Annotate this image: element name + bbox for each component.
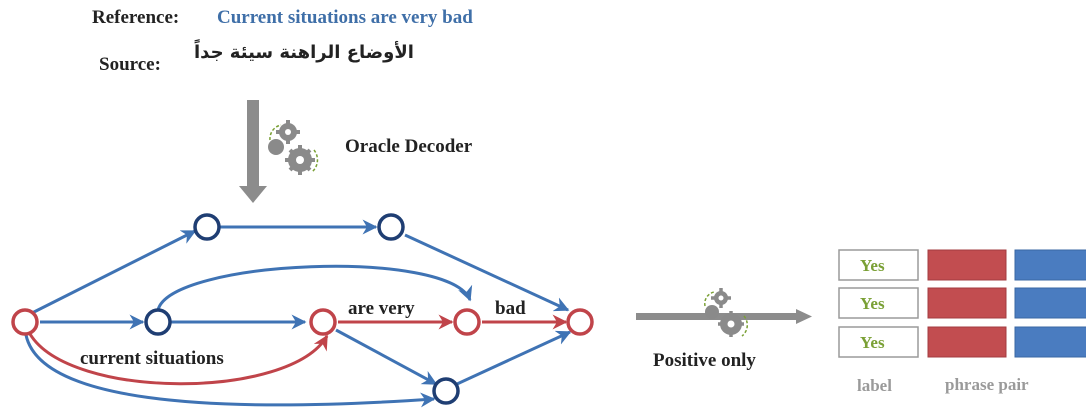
edge-start-to-top1 <box>31 229 197 315</box>
node-end <box>566 308 594 336</box>
reference-label: Reference: <box>92 7 180 28</box>
label-column-caption: label <box>857 376 892 395</box>
node-n3 <box>309 308 337 336</box>
edge-label-current-situations: current situations <box>80 348 224 369</box>
edge-start-arc-to-n3 <box>28 333 329 386</box>
node-start <box>11 308 39 336</box>
target-phrase-cell-3 <box>1014 326 1086 358</box>
edge-label-are-very: are very <box>348 298 415 319</box>
edge-bottom-to-end <box>456 330 572 386</box>
source-phrase-cell-3 <box>927 326 1007 358</box>
target-phrase-cell-1 <box>1014 249 1086 281</box>
label-cell-1 <box>838 249 919 281</box>
edge-mid1-arc-to-n4 <box>156 264 473 311</box>
node-top2 <box>377 213 405 241</box>
label-cell-3 <box>838 326 919 358</box>
edge-label-bad: bad <box>495 298 526 319</box>
blue-edges <box>24 219 572 408</box>
source-label: Source: <box>99 54 161 75</box>
source-phrase-cell-2 <box>927 287 1007 319</box>
positive-only-label: Positive only <box>653 350 756 371</box>
target-phrase-cell-2 <box>1014 287 1086 319</box>
node-top1 <box>193 213 221 241</box>
node-n4 <box>453 308 481 336</box>
reference-sentence: Current situations are very bad <box>217 7 473 28</box>
oracle-decoder-label: Oracle Decoder <box>345 136 473 157</box>
gears-icon <box>268 120 319 175</box>
label-yes-3: Yes <box>860 333 885 352</box>
filter-gears-icon <box>704 288 748 337</box>
phrase-pair-caption: phrase pair <box>945 375 1029 394</box>
output-table <box>838 249 1086 358</box>
source-phrase-cell-1 <box>927 249 1007 281</box>
edge-top2-to-end <box>404 233 570 312</box>
red-edges <box>28 314 568 386</box>
node-bottom <box>432 377 460 405</box>
label-yes-1: Yes <box>860 256 885 275</box>
edge-start-arc-to-bottom <box>24 334 436 408</box>
label-cell-2 <box>838 287 919 319</box>
label-yes-2: Yes <box>860 294 885 313</box>
edge-n3-to-bottom <box>335 328 438 386</box>
source-sentence: الأوضاع الراهنة سيئة جداً <box>194 42 414 63</box>
node-mid1 <box>144 308 172 336</box>
lattice-nodes <box>11 213 594 405</box>
decoder-down-arrow <box>239 100 267 203</box>
